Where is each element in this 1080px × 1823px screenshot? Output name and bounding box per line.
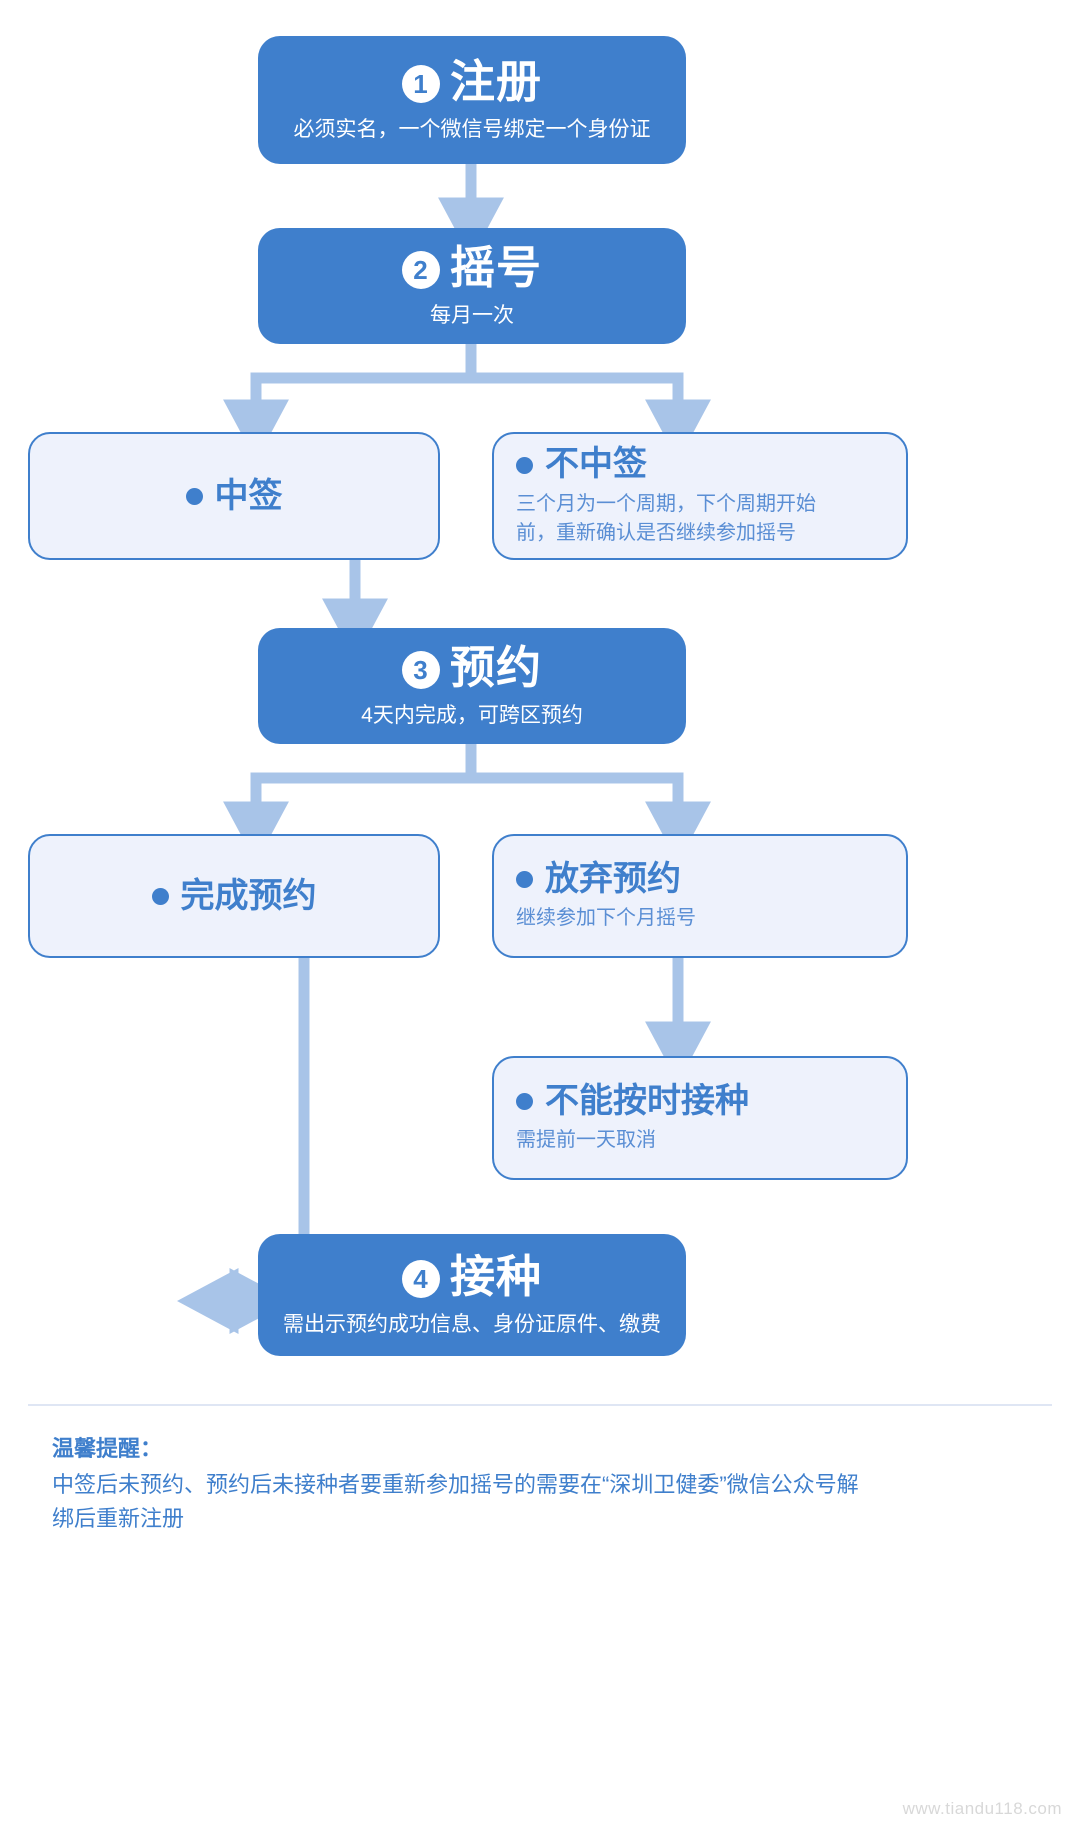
- node-vaccinate[interactable]: 4 接种 需出示预约成功信息、身份证原件、缴费: [258, 1234, 686, 1356]
- node-not-won[interactable]: 不中签 三个月为一个周期，下个周期开始 前，重新确认是否继续参加摇号: [492, 432, 908, 560]
- node-lottery-subtitle: 每月一次: [430, 304, 514, 328]
- node-not-won-title: 不中签: [516, 444, 647, 485]
- bullet-icon: [516, 457, 533, 474]
- node-lottery-title-text: 摇号: [449, 242, 542, 294]
- bullet-icon: [185, 488, 203, 506]
- node-not-won-subtitle-line2: 前，重新确认是否继续参加摇号: [516, 521, 796, 544]
- node-not-won-subtitle-line1: 三个月为一个周期，下个周期开始: [516, 492, 816, 515]
- node-vaccinate-title-text: 接种: [449, 1251, 542, 1303]
- node-register-title: 1 注册: [401, 55, 542, 108]
- node-appointment-title-text: 预约: [449, 642, 542, 694]
- node-appointment-title: 3 预约: [401, 641, 542, 694]
- node-appointment-cancel-subtitle: 继续参加下个月摇号: [516, 907, 696, 930]
- arrow-lottery-to-won: [223, 343, 477, 461]
- node-won-title: 中签: [185, 476, 283, 517]
- step-number-badge: 2: [401, 250, 440, 289]
- node-vaccinate-title: 4 接种: [401, 1250, 542, 1303]
- step-number-badge: 1: [401, 64, 440, 103]
- step-number-badge: 3: [401, 650, 440, 689]
- bullet-icon: [516, 871, 533, 889]
- step-number-badge: 4: [401, 1259, 440, 1298]
- node-register-subtitle: 必须实名，一个微信号绑定一个身份证: [293, 118, 651, 142]
- node-cannot-attend[interactable]: 不能按时接种 需提前一天取消: [492, 1056, 908, 1180]
- node-won-title-text: 中签: [214, 476, 283, 515]
- footer-note-line2: 绑后重新注册: [52, 1506, 185, 1532]
- node-appointment-cancel-title-text: 放弃预约: [545, 859, 681, 898]
- arrow-appointment-to-done: [223, 742, 477, 863]
- node-not-won-subtitle: 三个月为一个周期，下个周期开始 前，重新确认是否继续参加摇号: [516, 490, 816, 548]
- footer-note-lead: 温馨提醒：: [52, 1436, 163, 1461]
- node-cannot-attend-subtitle: 需提前一天取消: [516, 1129, 656, 1152]
- node-appointment-cancel-title: 放弃预约: [516, 859, 681, 900]
- node-appointment-subtitle: 4天内完成，可跨区预约: [361, 704, 583, 728]
- node-lottery[interactable]: 2 摇号 每月一次: [258, 228, 686, 344]
- node-cannot-attend-title: 不能按时接种: [516, 1081, 749, 1122]
- node-register[interactable]: 1 注册 必须实名，一个微信号绑定一个身份证: [258, 36, 686, 164]
- node-register-title-text: 注册: [449, 56, 542, 108]
- footer-note-line1: 中签后未预约、预约后未接种者要重新参加摇号的需要在“深圳卫健委”微信公众号解: [52, 1472, 859, 1497]
- node-appointment[interactable]: 3 预约 4天内完成，可跨区预约: [258, 628, 686, 744]
- node-won[interactable]: 中签: [28, 432, 440, 560]
- node-vaccinate-subtitle: 需出示预约成功信息、身份证原件、缴费: [283, 1313, 661, 1337]
- bullet-icon: [516, 1093, 533, 1111]
- node-appointment-done-title-text: 完成预约: [180, 876, 317, 915]
- node-not-won-title-text: 不中签: [545, 445, 647, 484]
- node-appointment-done-title: 完成预约: [151, 876, 317, 917]
- bullet-icon: [151, 888, 169, 906]
- arrow-appointment-to-cancel: [465, 742, 711, 863]
- node-lottery-title: 2 摇号: [401, 241, 542, 294]
- footer-note: 温馨提醒： 中签后未预约、预约后未接种者要重新参加摇号的需要在“深圳卫健委”微信…: [52, 1432, 1032, 1536]
- footer-divider: [28, 1404, 1052, 1406]
- arrow-lottery-to-notwon: [465, 343, 711, 461]
- node-cannot-attend-title-text: 不能按时接种: [545, 1081, 749, 1120]
- watermark: www.tiandu118.com: [902, 1799, 1062, 1818]
- node-appointment-cancel[interactable]: 放弃预约 继续参加下个月摇号: [492, 834, 908, 958]
- node-appointment-done[interactable]: 完成预约: [28, 834, 440, 958]
